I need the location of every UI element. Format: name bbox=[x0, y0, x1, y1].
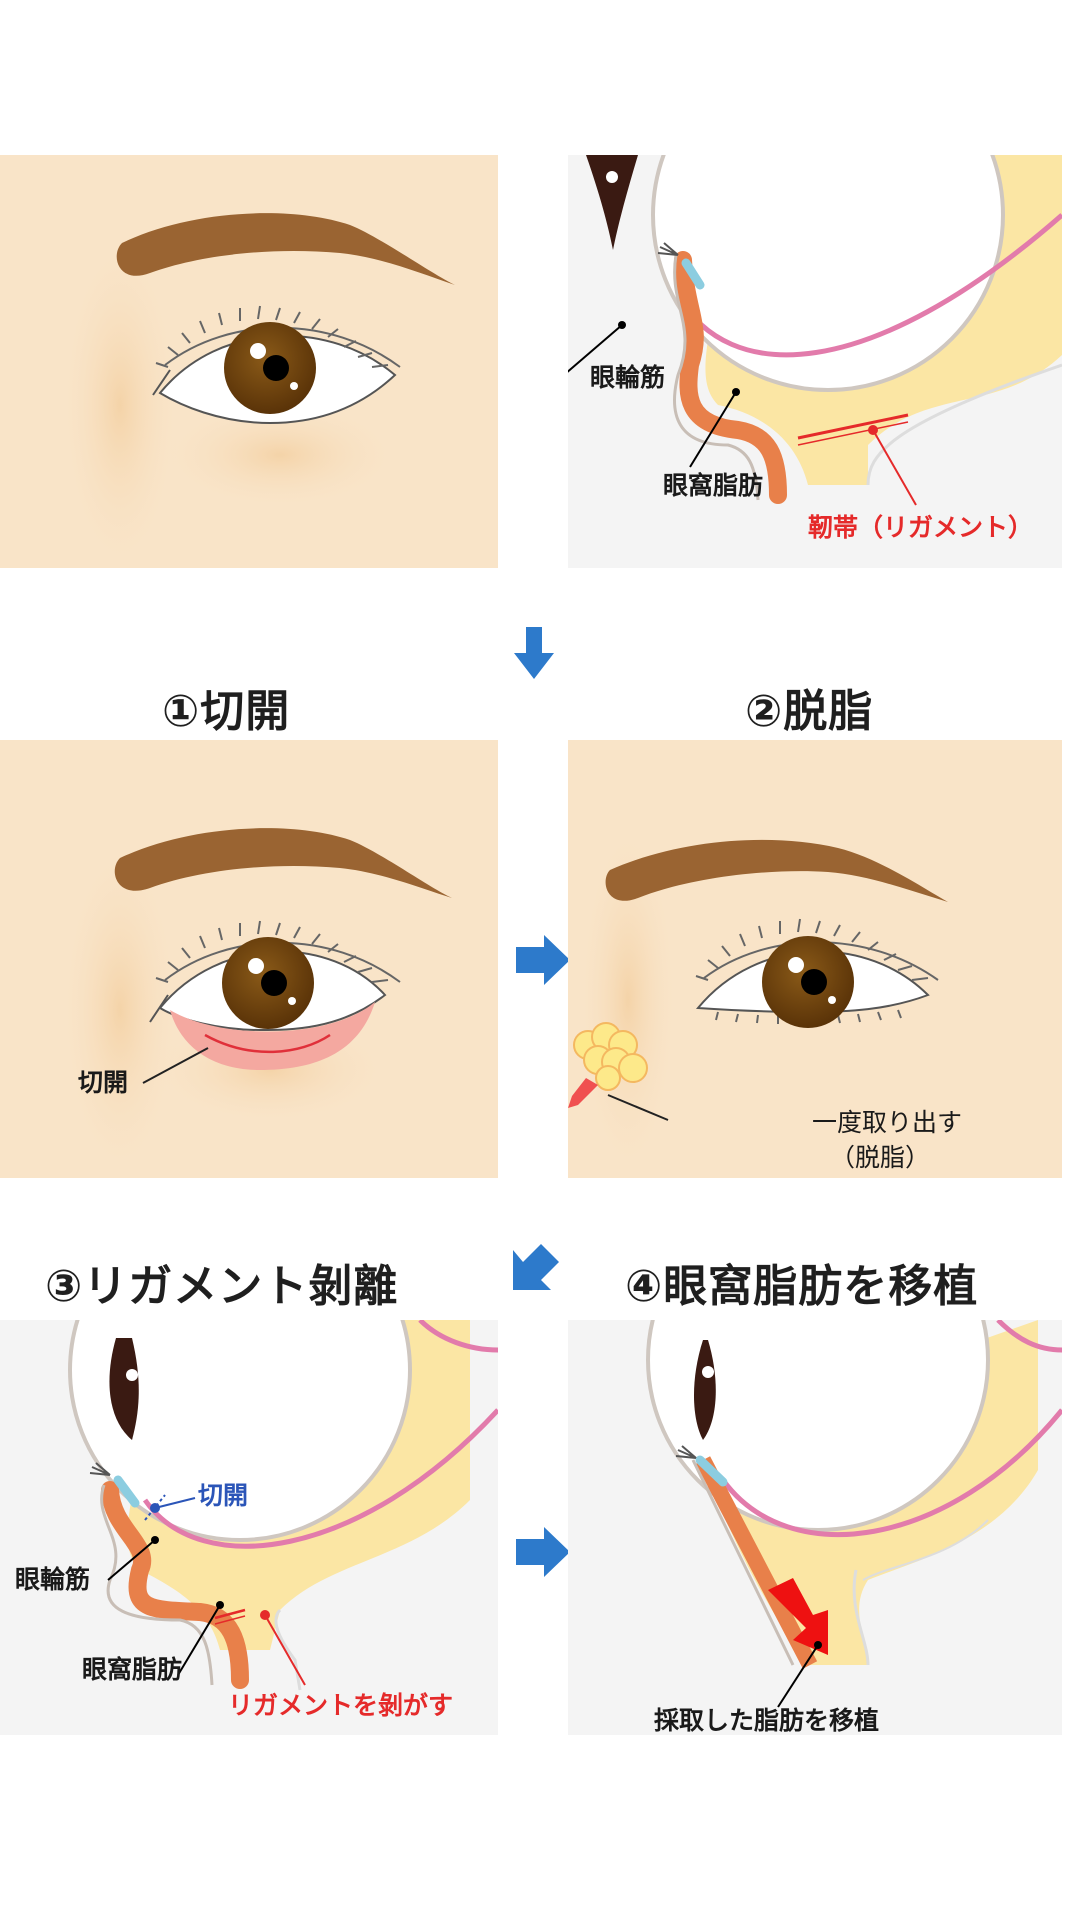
step1-heading: ①切開 bbox=[162, 686, 291, 737]
before-front-panel bbox=[0, 155, 498, 568]
ligament-release-label: リガメントを剝がす bbox=[228, 1691, 454, 1720]
ligament-release-illustration bbox=[68, 1320, 498, 1691]
transplant-label: 採取した脂肪を移植 bbox=[654, 1706, 880, 1735]
before-cross-section-panel: 眼輪筋 眼窩脂肪 靭帯（リガメント） bbox=[568, 155, 1062, 568]
fat-removal-label-line2: （脱脂） bbox=[830, 1143, 931, 1172]
step4-heading: ④眼窩脂肪を移植 bbox=[625, 1261, 979, 1312]
fat-label: 眼窩脂肪 bbox=[82, 1655, 183, 1684]
eye-incision-illustration bbox=[60, 828, 452, 1178]
incision-label: 切開 bbox=[198, 1481, 249, 1510]
eye-fat-removal-illustration bbox=[568, 820, 948, 1178]
transplant-arrow-icon bbox=[768, 1578, 828, 1655]
step2-panel: 一度取り出す （脱脂） bbox=[568, 740, 1062, 1178]
right-arrow-icon bbox=[516, 935, 570, 985]
down-arrow-icon bbox=[514, 627, 554, 679]
step1-panel: 切開 bbox=[0, 740, 498, 1178]
muscle-label: 眼輪筋 bbox=[15, 1565, 91, 1594]
down-left-arrow-icon bbox=[513, 1244, 559, 1290]
ligament-label: 靭帯（リガメント） bbox=[808, 513, 1034, 542]
fat-transplant-illustration bbox=[646, 1320, 1062, 1708]
step4-panel: 採取した脂肪を移植 bbox=[568, 1320, 1062, 1735]
muscle-label: 眼輪筋 bbox=[590, 363, 666, 392]
incision-label: 切開 bbox=[78, 1068, 129, 1097]
fat-removal-label-line1: 一度取り出す bbox=[812, 1108, 963, 1137]
step3-heading: ③リガメント剝離 bbox=[45, 1261, 399, 1312]
fat-label: 眼窩脂肪 bbox=[663, 471, 764, 500]
right-arrow-icon bbox=[516, 1527, 570, 1577]
step3-panel: 切開 眼輪筋 眼窩脂肪 リガメントを剝がす bbox=[0, 1320, 498, 1735]
step2-heading: ②脱脂 bbox=[745, 686, 874, 737]
eye-cross-section-illustration bbox=[568, 155, 1062, 506]
fat-cluster-icon bbox=[573, 1022, 648, 1091]
eyebrow bbox=[116, 213, 455, 285]
eye-front-illustration bbox=[60, 213, 455, 568]
